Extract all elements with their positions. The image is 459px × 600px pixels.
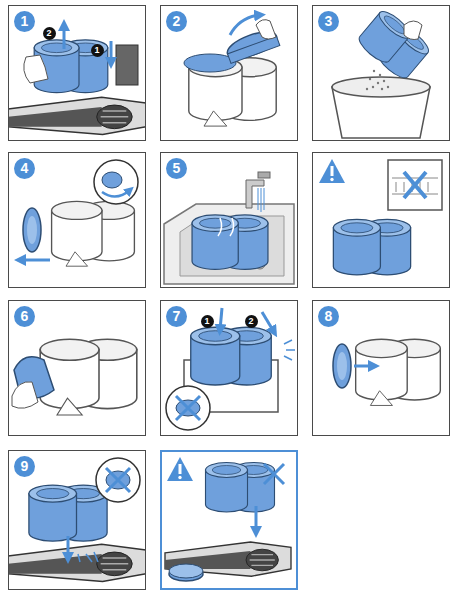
step-panel: 6 xyxy=(8,300,146,436)
step-number: 2 xyxy=(166,11,187,32)
step-panel: 7 xyxy=(160,300,298,436)
step-panel: 3 xyxy=(312,5,450,141)
step-panel: 1 xyxy=(8,5,146,141)
step-panel: 4 xyxy=(8,152,146,288)
step-number: 1 xyxy=(14,11,35,32)
step-number: 9 xyxy=(14,456,35,477)
step-panel: 8 xyxy=(312,300,450,436)
callout-number: 1 xyxy=(201,315,214,328)
step-number: 3 xyxy=(318,11,339,32)
step-panel: 9 xyxy=(8,450,146,590)
step-panel: 2 xyxy=(160,5,298,141)
callout-number: 1 xyxy=(91,44,104,57)
callout-number: 2 xyxy=(245,315,258,328)
step-number: 4 xyxy=(14,158,35,179)
step-number: 8 xyxy=(318,306,339,327)
step-number: 6 xyxy=(14,306,35,327)
step-panel: 5 xyxy=(160,152,298,288)
step-number: 5 xyxy=(166,158,187,179)
step-number: 7 xyxy=(166,306,187,327)
callout-number: 2 xyxy=(43,27,56,40)
